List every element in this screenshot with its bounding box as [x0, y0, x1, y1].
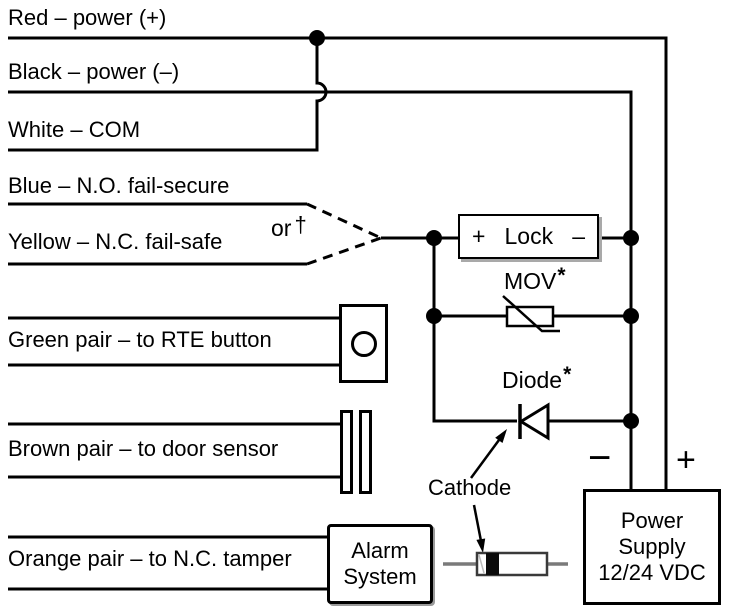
wire-white — [8, 38, 328, 152]
wire-green-pair — [8, 316, 339, 367]
label-black-wire: Black – power (–) — [8, 59, 180, 84]
junction-dot — [623, 230, 639, 246]
power-supply-plus-terminal: + — [676, 441, 696, 479]
rte-button-symbol — [339, 304, 388, 383]
lock-plus-terminal: + — [472, 223, 486, 249]
lock-box: + Lock – — [458, 214, 599, 259]
diode-text: Diode — [502, 367, 563, 393]
label-red-wire: Red – power (+) — [8, 5, 167, 30]
alarm-system-line1: Alarm — [351, 538, 409, 563]
mov-symbol — [502, 295, 560, 333]
lock-label: Lock — [504, 223, 554, 249]
or-annotation: or† — [271, 213, 307, 241]
power-supply-line2: Supply — [618, 534, 686, 559]
mov-text: MOV — [504, 268, 557, 294]
power-supply-box: Power Supply 12/24 VDC — [583, 489, 721, 605]
wire-brown-pair — [8, 422, 340, 479]
cathode-arrow-to-component — [472, 504, 486, 553]
junction-dot — [623, 308, 639, 324]
power-supply-line3: 12/24 VDC — [598, 560, 706, 585]
diode-symbol — [518, 402, 550, 441]
label-orange-pair: Orange pair – to N.C. tamper — [8, 546, 292, 571]
mov-label: MOV* — [504, 264, 566, 295]
mov-footnote-mark: * — [557, 264, 566, 287]
wire-orange-pair — [8, 535, 327, 591]
label-blue-wire: Blue – N.O. fail-secure — [8, 173, 230, 198]
label-yellow-wire: Yellow – N.C. fail-safe — [8, 229, 223, 254]
cathode-label: Cathode — [428, 475, 512, 500]
rte-button-circle — [350, 330, 377, 357]
wire-branch-left — [432, 238, 517, 423]
junction-dot — [426, 230, 442, 246]
wire-blue-dashed — [306, 202, 382, 240]
cathode-arrow-to-symbol — [469, 429, 507, 479]
label-green-pair: Green pair – to RTE button — [8, 327, 272, 352]
lock-minus-terminal: – — [572, 223, 585, 249]
door-sensor-switch — [340, 410, 353, 494]
wire-red — [8, 36, 668, 489]
diode-footnote-mark: * — [563, 363, 572, 386]
dagger-footnote-mark: † — [294, 212, 307, 237]
label-white-wire: White – COM — [8, 117, 141, 142]
or-text: or — [271, 215, 292, 241]
power-supply-line1: Power — [620, 508, 684, 533]
diode-label: Diode* — [502, 363, 571, 394]
power-supply-minus-terminal: − — [588, 436, 612, 480]
alarm-system-box: Alarm System — [327, 524, 433, 604]
junction-dot — [426, 308, 442, 324]
junction-dot — [623, 413, 639, 429]
wire-black — [8, 90, 633, 489]
physical-diode-image — [443, 551, 568, 577]
alarm-system-line2: System — [343, 564, 417, 589]
door-sensor-magnet — [359, 410, 372, 494]
wire-yellow-dashed — [306, 236, 382, 266]
junction-dots — [309, 30, 639, 429]
junction-dot — [309, 30, 325, 46]
label-brown-pair: Brown pair – to door sensor — [8, 436, 279, 461]
